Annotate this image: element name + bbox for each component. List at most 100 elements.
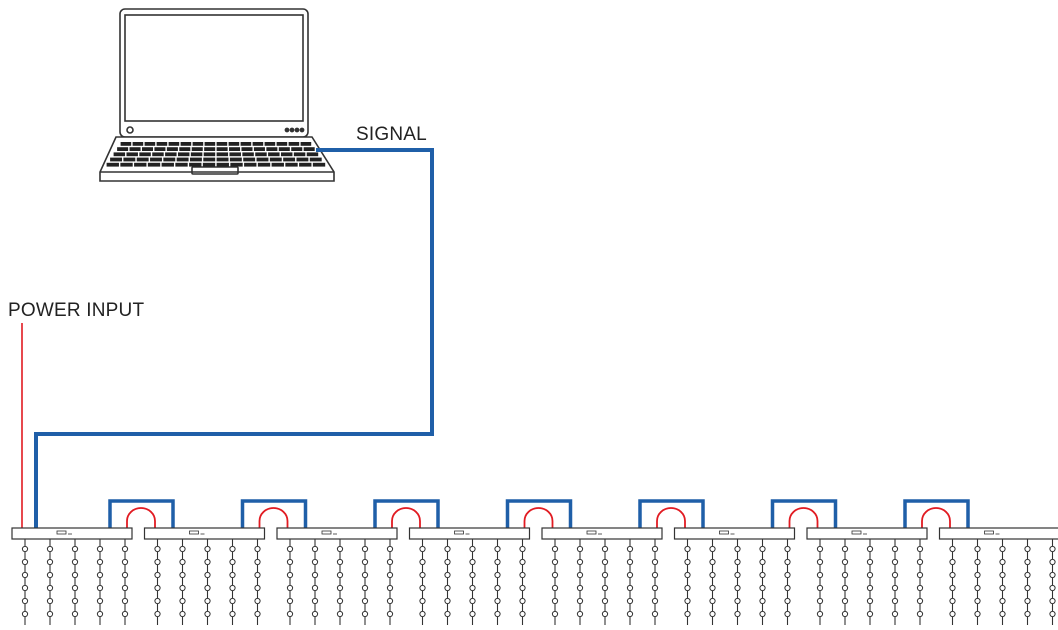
led-node (22, 559, 27, 564)
power-link (657, 508, 685, 528)
led-node (72, 585, 77, 590)
led-string (230, 539, 235, 625)
led-node (627, 598, 632, 603)
led-node (1050, 611, 1055, 616)
led-node (520, 546, 525, 551)
led-node (470, 559, 475, 564)
led-string (337, 539, 342, 625)
led-node (72, 559, 77, 564)
led-node (602, 546, 607, 551)
led-node (387, 572, 392, 577)
led-node (22, 598, 27, 603)
led-node (287, 546, 292, 551)
led-node (710, 611, 715, 616)
led-node (1025, 611, 1030, 616)
controller-link (508, 501, 571, 528)
led-node (735, 585, 740, 590)
led-node (735, 598, 740, 603)
led-node (760, 611, 765, 616)
led-node (337, 572, 342, 577)
led-node (495, 546, 500, 551)
led-controller-icon (12, 528, 132, 539)
power-link (127, 508, 155, 528)
led-node (155, 572, 160, 577)
led-node (685, 559, 690, 564)
led-node (735, 611, 740, 616)
led-node (230, 572, 235, 577)
led-node (950, 572, 955, 577)
led-string (950, 539, 955, 625)
led-node (180, 598, 185, 603)
led-node (445, 559, 450, 564)
led-node (892, 572, 897, 577)
led-string (1025, 539, 1030, 625)
led-node (1025, 572, 1030, 577)
led-node (97, 546, 102, 551)
led-node (1000, 559, 1005, 564)
led-node (362, 546, 367, 551)
led-node (22, 585, 27, 590)
led-node (180, 572, 185, 577)
led-node (312, 559, 317, 564)
led-node (710, 598, 715, 603)
power-link (790, 508, 818, 528)
led-node (445, 572, 450, 577)
led-node (205, 598, 210, 603)
signal-label: SIGNAL (356, 124, 427, 146)
led-string (255, 539, 260, 625)
led-node (735, 559, 740, 564)
signal-link (508, 501, 571, 528)
led-node (975, 598, 980, 603)
led-node (950, 546, 955, 551)
led-string (97, 539, 102, 625)
led-string (47, 539, 52, 625)
led-node (445, 585, 450, 590)
led-node (420, 598, 425, 603)
signal-link (773, 501, 836, 528)
led-node (47, 559, 52, 564)
led-node (817, 546, 822, 551)
controller-link (773, 501, 836, 528)
led-node (577, 572, 582, 577)
led-node (205, 559, 210, 564)
led-node (735, 546, 740, 551)
led-node (230, 585, 235, 590)
led-node (255, 546, 260, 551)
led-node (420, 585, 425, 590)
led-node (577, 559, 582, 564)
led-node (180, 585, 185, 590)
led-node (47, 598, 52, 603)
led-string (785, 539, 790, 625)
led-node (917, 546, 922, 551)
led-node (495, 585, 500, 590)
led-node (577, 546, 582, 551)
led-node (155, 585, 160, 590)
led-node (97, 572, 102, 577)
signal-link (110, 501, 173, 528)
led-node (155, 611, 160, 616)
led-node (255, 611, 260, 616)
led-node (975, 546, 980, 551)
led-node (287, 559, 292, 564)
led-node (917, 572, 922, 577)
led-node (685, 572, 690, 577)
led-node (892, 546, 897, 551)
led-node (685, 546, 690, 551)
led-node (842, 572, 847, 577)
led-node (817, 559, 822, 564)
led-node (230, 598, 235, 603)
led-node (602, 572, 607, 577)
led-node (602, 611, 607, 616)
led-node (230, 611, 235, 616)
led-string (842, 539, 847, 625)
led-node (867, 611, 872, 616)
led-node (710, 585, 715, 590)
led-node (230, 559, 235, 564)
led-node (287, 611, 292, 616)
laptop-icon (100, 9, 334, 181)
led-node (420, 611, 425, 616)
led-controller-icon (675, 528, 795, 539)
led-node (892, 598, 897, 603)
